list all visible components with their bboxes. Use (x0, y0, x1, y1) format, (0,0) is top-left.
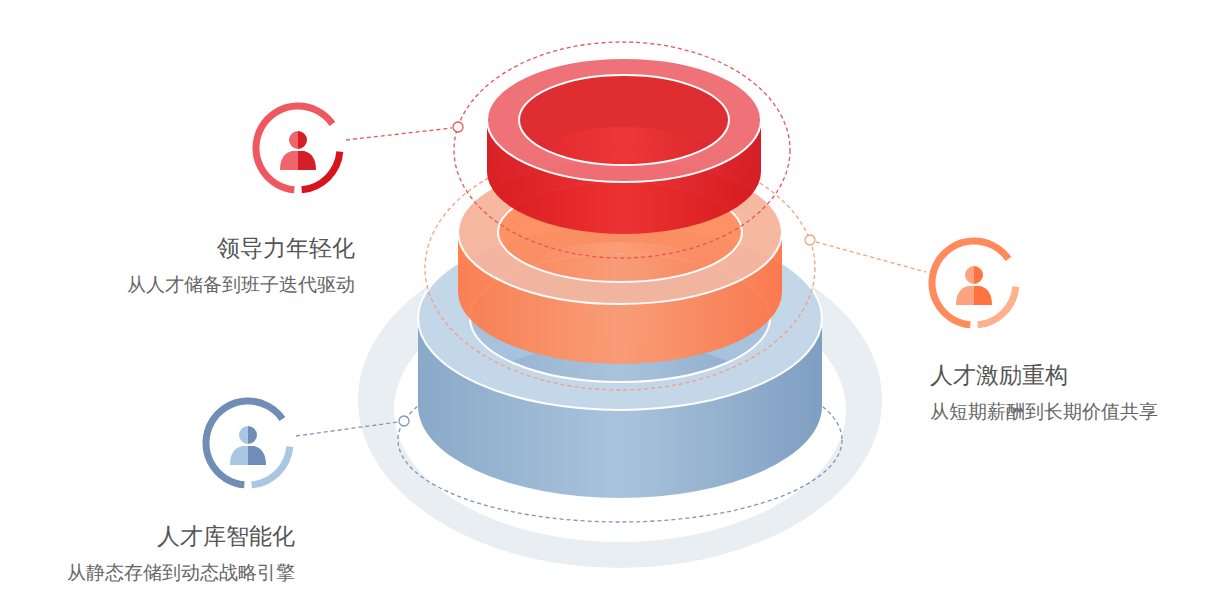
red-ring (470, 40, 780, 240)
callout-subtitle: 从静态存储到动态战略引擎 (67, 560, 295, 584)
person-icon (248, 98, 348, 198)
person-silhouette (298, 131, 316, 170)
callout-heading: 领导力年轻化 (127, 234, 355, 262)
icon-face (267, 117, 329, 179)
icon-callout: 人才库智能化从静态存储到动态战略引擎 (67, 522, 295, 584)
person-icon (198, 393, 298, 493)
person-silhouette (248, 426, 266, 465)
leader-dot (453, 122, 463, 132)
leader-line (346, 128, 452, 140)
person-silhouette (280, 131, 298, 170)
icon-callout: 人才激励重构从短期薪酬到长期价值共享 (930, 361, 1158, 423)
ring-inner-wall (470, 40, 780, 240)
person-silhouette (956, 266, 974, 305)
ring-top (487, 58, 761, 182)
leader-line (296, 422, 398, 436)
icon-ring (256, 106, 332, 190)
leader-dot (399, 416, 409, 426)
callout-subtitle: 从人才储备到班子迭代驱动 (127, 272, 355, 296)
person-silhouette (974, 266, 992, 305)
dashed-orbit (454, 42, 790, 258)
callout-heading: 人才激励重构 (930, 361, 1158, 389)
icon-ring (932, 241, 1008, 325)
callout-heading: 人才库智能化 (67, 522, 295, 550)
icon-callout: 领导力年轻化从人才储备到班子迭代驱动 (127, 234, 355, 296)
icon-face (217, 412, 279, 474)
icon-ring (206, 401, 282, 485)
icon-face (943, 252, 1005, 314)
leader-line (816, 242, 926, 272)
leader-dot (805, 235, 815, 245)
callout-subtitle: 从短期薪酬到长期价值共享 (930, 399, 1158, 423)
person-icon (924, 233, 1024, 333)
person-silhouette (230, 426, 248, 465)
